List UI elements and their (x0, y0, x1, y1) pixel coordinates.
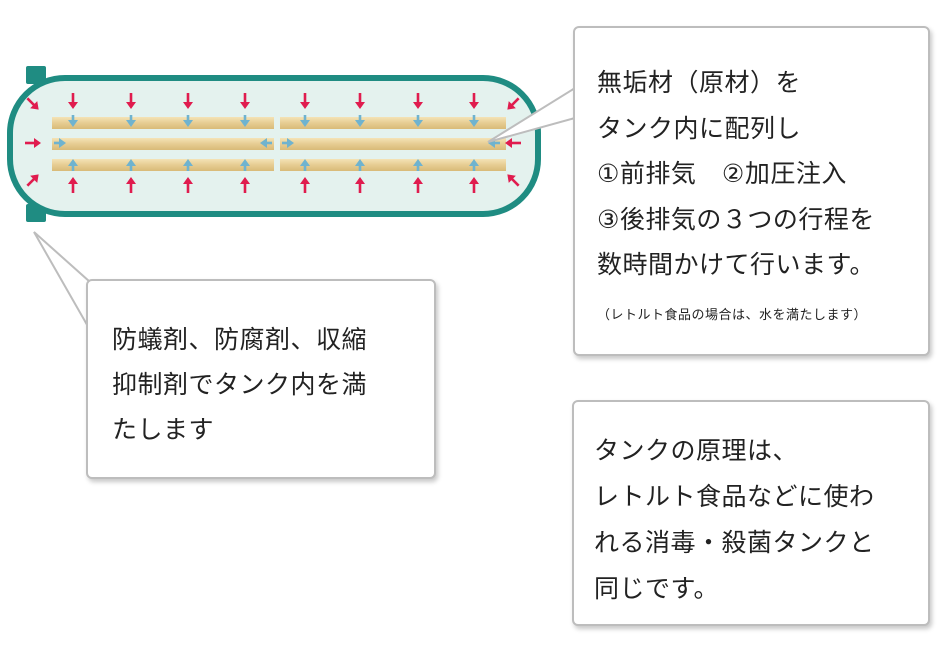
air-arrow (126, 159, 136, 171)
air-arrow (68, 115, 78, 127)
wood-board (280, 159, 506, 171)
pressure-arrow (413, 177, 423, 193)
wood-board (280, 138, 506, 150)
pressure-arrow (240, 177, 250, 193)
pressure-arrow (507, 97, 520, 110)
pressure-arrow (183, 93, 193, 109)
pressure-arrow (126, 93, 136, 109)
principle-line: れる消毒・殺菌タンクと (594, 528, 875, 557)
pressure-arrow (505, 138, 521, 148)
pressure-arrow (300, 93, 310, 109)
pressure-arrow (126, 177, 136, 193)
pressure-arrow (355, 177, 365, 193)
air-arrow (68, 159, 78, 171)
process-description: 無垢材（原材）を タンク内に配列し ①前排気 ②加圧注入 ③後排気の３つの行程を… (597, 60, 914, 288)
pressure-arrow (183, 177, 193, 193)
pressure-arrow (68, 93, 78, 109)
air-arrow (469, 115, 479, 127)
chemical-fill-callout: 防蟻剤、防腐剤、収縮 抑制剤でタンク内を満 たします (86, 279, 436, 479)
chemical-fill-description: 防蟻剤、防腐剤、収縮 抑制剤でタンク内を満 たします (112, 317, 424, 452)
pressure-arrow (25, 138, 41, 148)
air-arrow (355, 159, 365, 171)
pressure-arrow (469, 93, 479, 109)
tank-principle-description: タンクの原理は、 レトルト食品などに使わ れる消毒・殺菌タンクと 同じです。 (594, 428, 918, 612)
process-line: ①前排気 ②加圧注入 (597, 159, 847, 188)
pressure-arrows (25, 93, 521, 193)
retort-note: （レトルト食品の場合は、水を満たします） (597, 307, 868, 323)
principle-line: 同じです。 (594, 574, 720, 603)
fill-line: たします (112, 415, 215, 444)
pressure-arrow (240, 93, 250, 109)
wood-board (52, 138, 274, 150)
pressure-arrow (507, 174, 520, 187)
process-line: タンク内に配列し (597, 113, 802, 143)
air-arrow (300, 159, 310, 171)
air-arrow (413, 159, 423, 171)
air-arrow (240, 115, 250, 127)
air-arrow (300, 115, 310, 127)
fill-line: 抑制剤でタンク内を満 (112, 370, 368, 399)
process-line: 数時間かけて行います。 (597, 250, 876, 279)
air-arrow (183, 159, 193, 171)
air-arrow (54, 138, 66, 148)
air-arrow (355, 115, 365, 127)
air-arrow (126, 115, 136, 127)
pressure-arrow (469, 177, 479, 193)
pressure-arrow (355, 93, 365, 109)
air-arrow (260, 138, 272, 148)
pressure-arrow (26, 174, 39, 187)
principle-line: タンクの原理は、 (594, 436, 799, 465)
wood-board (52, 159, 274, 171)
tank-flange-top (26, 66, 46, 84)
pressure-arrow (26, 97, 39, 110)
tank-principle-callout: タンクの原理は、 レトルト食品などに使わ れる消毒・殺菌タンクと 同じです。 (572, 400, 930, 626)
air-arrow (183, 115, 193, 127)
process-line: 無垢材（原材）を (597, 68, 802, 97)
pressure-arrow (413, 93, 423, 109)
air-arrow (240, 159, 250, 171)
air-arrow (413, 115, 423, 127)
process-callout: 無垢材（原材）を タンク内に配列し ①前排気 ②加圧注入 ③後排気の３つの行程を… (573, 26, 930, 356)
air-arrow (282, 138, 294, 148)
wood-boards (52, 117, 506, 171)
fill-line: 防蟻剤、防腐剤、収縮 (112, 325, 368, 354)
callout-tail-fill (33, 231, 91, 334)
principle-line: レトルト食品などに使わ (594, 482, 875, 511)
pressure-arrow (300, 177, 310, 193)
wood-board (52, 117, 274, 129)
wood-board (280, 117, 506, 129)
air-arrow (469, 159, 479, 171)
process-line: ③後排気の３つの行程を (597, 204, 875, 234)
pressure-arrow (68, 177, 78, 193)
